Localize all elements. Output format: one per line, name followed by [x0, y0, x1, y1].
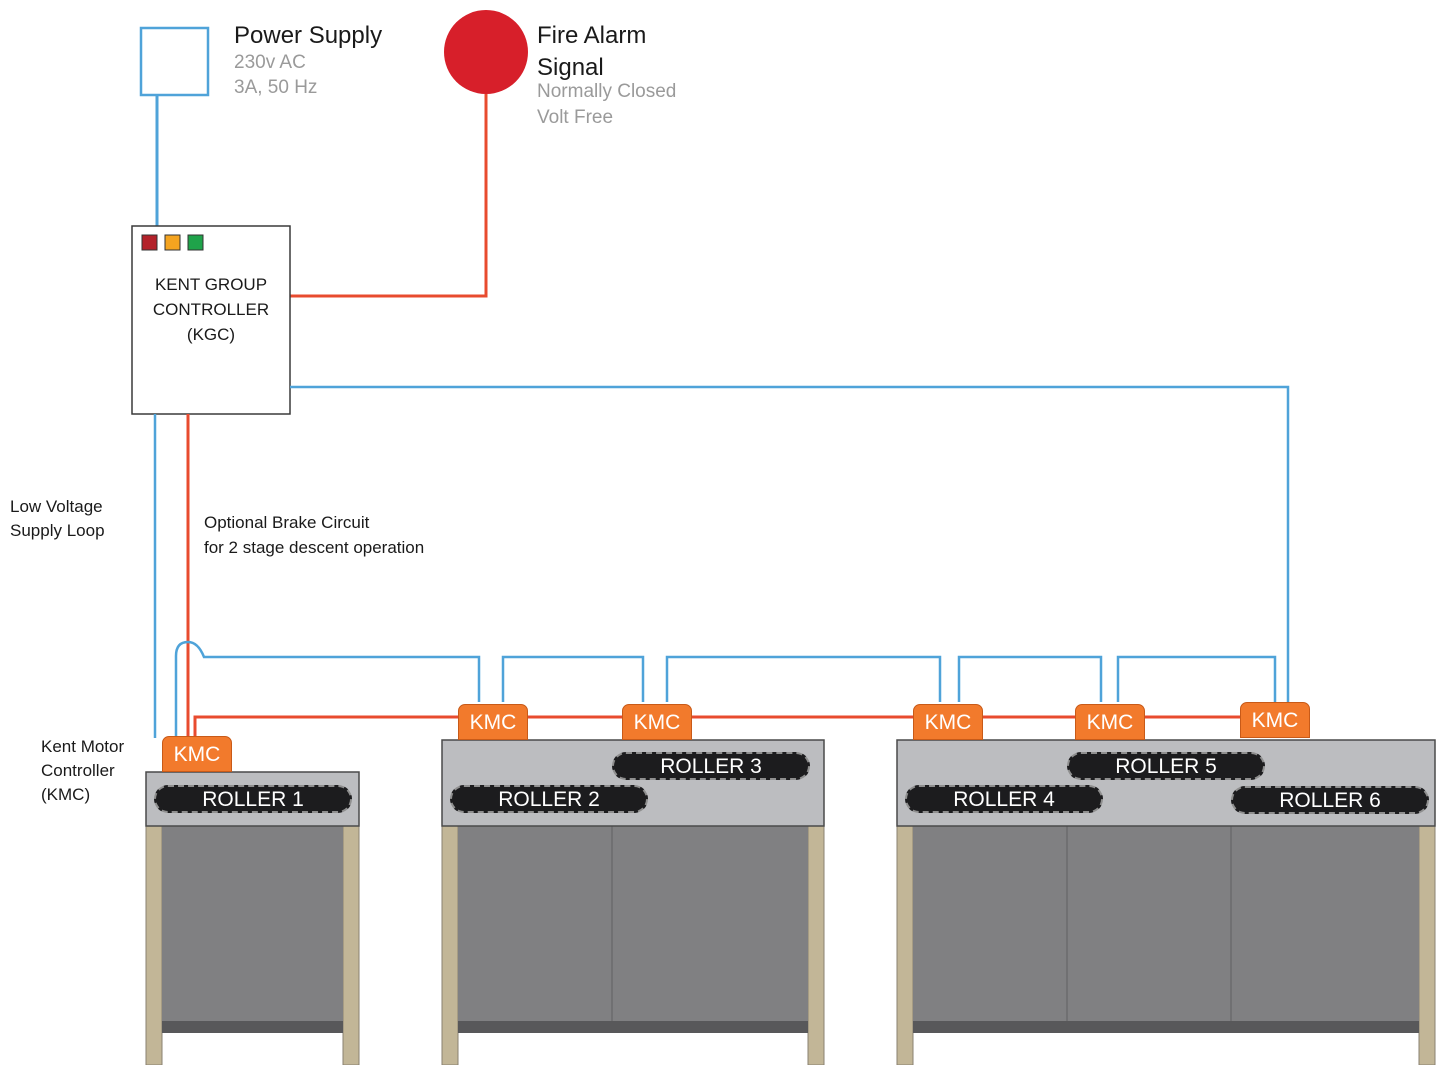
- power-supply-voltage: 230v AC: [234, 52, 306, 73]
- kmc-legend-2: Controller: [41, 761, 115, 780]
- supply-loop-segment-5: [1116, 655, 1277, 702]
- fire-alarm-cable: [290, 94, 488, 298]
- roller-2-badge: ROLLER 2: [450, 785, 648, 813]
- led-red: [141, 234, 158, 251]
- frame-post: [1418, 825, 1436, 1065]
- brake-cable-horizontal: [193, 715, 1240, 738]
- roller-1-badge: ROLLER 1: [154, 785, 352, 813]
- brake-label-2: for 2 stage descent operation: [204, 538, 425, 557]
- low-voltage-label-1: Low Voltage: [10, 497, 103, 516]
- shutter-curtain: [162, 826, 343, 1021]
- shutter-curtain: [458, 826, 808, 1021]
- kmc-roller-4: KMC: [913, 704, 983, 740]
- supply-loop-segment-4: [957, 655, 1103, 702]
- frame-post: [342, 825, 360, 1065]
- fire-alarm-type: Normally Closed: [537, 81, 677, 102]
- kgc-box: [131, 225, 291, 415]
- supply-return-cable: [290, 385, 1290, 702]
- kgc-label: KENT GROUP CONTROLLER (KGC): [132, 272, 290, 347]
- brake-label-1: Optional Brake Circuit: [204, 513, 370, 532]
- frame-post: [441, 825, 459, 1065]
- roller-5-badge: ROLLER 5: [1067, 752, 1265, 780]
- fire-alarm-title-2: Signal: [537, 54, 604, 81]
- led-green: [187, 234, 204, 251]
- kmc-legend-3: (KMC): [41, 785, 91, 804]
- led-amber: [164, 234, 181, 251]
- bottom-bar: [162, 1021, 343, 1033]
- low-voltage-label-2: Supply Loop: [10, 521, 105, 540]
- bottom-bar: [458, 1021, 808, 1033]
- kmc-roller-6: KMC: [1240, 702, 1310, 738]
- kgc-line-3: (KGC): [186, 325, 236, 344]
- frame-post: [896, 825, 914, 1065]
- power-supply-current: 3A, 50 Hz: [234, 77, 318, 98]
- supply-loop-segment-1: [174, 640, 481, 738]
- fire-alarm-icon: [444, 10, 528, 94]
- fire-alarm-volt: Volt Free: [537, 107, 614, 128]
- supply-loop-segment-3: [665, 655, 942, 702]
- kmc-roller-5: KMC: [1075, 704, 1145, 740]
- supply-loop-segment-2: [501, 655, 645, 702]
- kmc-legend-1: Kent Motor: [41, 737, 125, 756]
- frame-post: [807, 825, 825, 1065]
- kmc-roller-1: KMC: [162, 736, 232, 772]
- bottom-bar: [913, 1021, 1419, 1033]
- kmc-roller-3: KMC: [622, 704, 692, 740]
- roller-4-badge: ROLLER 4: [905, 785, 1103, 813]
- roller-6-badge: ROLLER 6: [1231, 786, 1429, 814]
- fire-alarm-title-1: Fire Alarm: [537, 22, 647, 49]
- frame-post: [145, 825, 163, 1065]
- kmc-roller-2: KMC: [458, 704, 528, 740]
- power-supply-box: [139, 26, 210, 97]
- kgc-line-1: KENT GROUP: [154, 275, 268, 294]
- roller-3-badge: ROLLER 3: [612, 752, 810, 780]
- power-supply-title: Power Supply: [234, 22, 383, 49]
- shutter-curtain: [913, 826, 1419, 1021]
- kgc-line-2: CONTROLLER: [152, 300, 270, 319]
